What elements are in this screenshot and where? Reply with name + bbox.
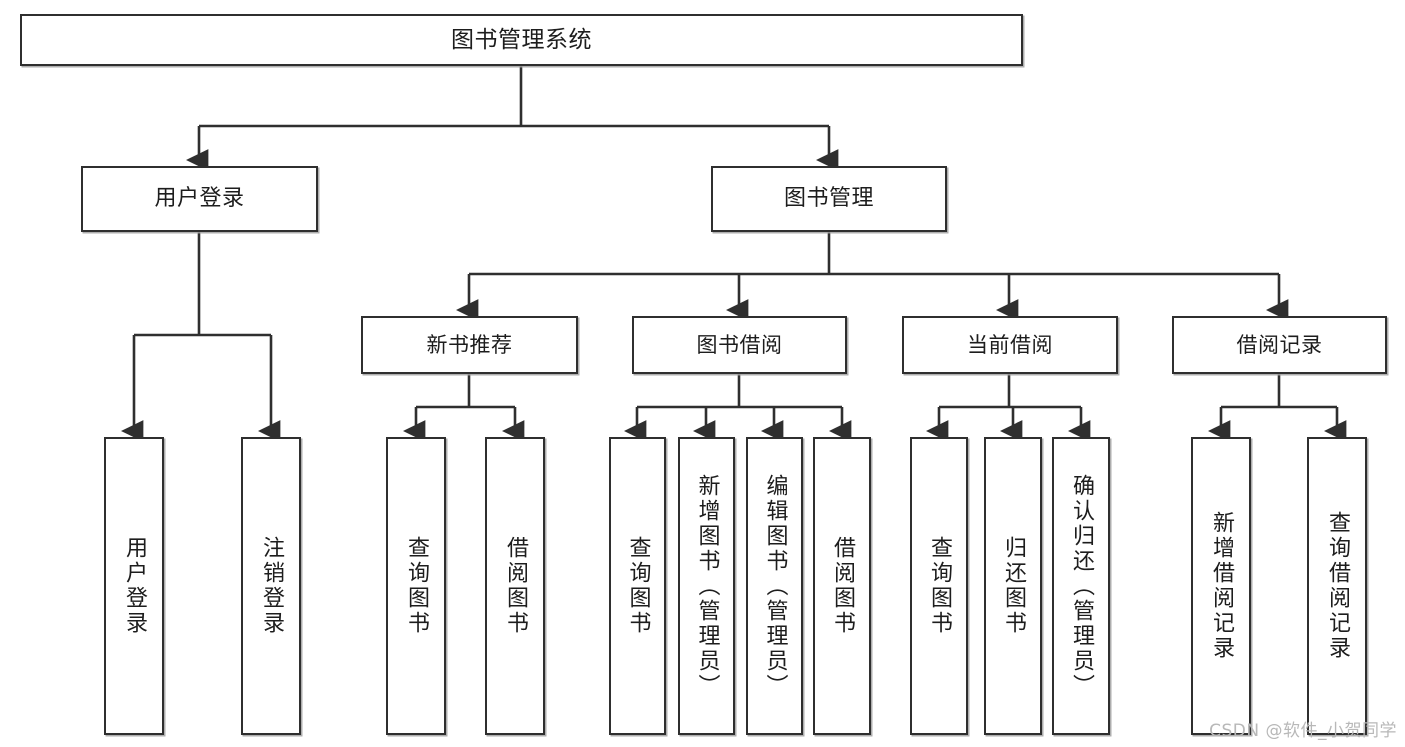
- node-leaf-add-borrow-record[interactable]: 新增借阅记录: [1191, 437, 1251, 735]
- node-leaf-query-book-newbook[interactable]: 查询图书: [386, 437, 446, 735]
- node-leaf-edit-book-admin[interactable]: 编辑图书（管理员）: [746, 437, 803, 735]
- node-leaf-query-borrow-record[interactable]: 查询借阅记录: [1307, 437, 1367, 735]
- node-current-borrow[interactable]: 当前借阅: [902, 316, 1118, 374]
- node-user-login-label: 用户登录: [154, 186, 245, 212]
- node-leaf-add-book-admin-label: 新增图书（管理员）: [694, 473, 720, 699]
- node-leaf-logout[interactable]: 注销登录: [241, 437, 301, 735]
- node-leaf-query-borrow-record-label: 查询借阅记录: [1324, 511, 1350, 661]
- node-borrow-records[interactable]: 借阅记录: [1172, 316, 1387, 374]
- node-new-book-recommend[interactable]: 新书推荐: [361, 316, 578, 374]
- node-book-management-label: 图书管理: [783, 186, 874, 212]
- node-leaf-confirm-return-admin[interactable]: 确认归还（管理员）: [1052, 437, 1110, 735]
- node-leaf-user-login-label: 用户登录: [121, 536, 147, 636]
- node-leaf-borrow-book-newbook[interactable]: 借阅图书: [485, 437, 545, 735]
- node-new-book-recommend-label: 新书推荐: [426, 332, 513, 357]
- node-leaf-query-book-current-label: 查询图书: [926, 536, 952, 636]
- node-leaf-query-book-newbook-label: 查询图书: [403, 536, 429, 636]
- node-root[interactable]: 图书管理系统: [20, 14, 1023, 66]
- node-leaf-borrow-book-label: 借阅图书: [829, 536, 855, 636]
- node-leaf-add-borrow-record-label: 新增借阅记录: [1208, 511, 1234, 661]
- node-user-login[interactable]: 用户登录: [81, 166, 318, 232]
- node-leaf-confirm-return-admin-label: 确认归还（管理员）: [1068, 473, 1094, 699]
- node-leaf-borrow-book-newbook-label: 借阅图书: [502, 536, 528, 636]
- node-leaf-borrow-book[interactable]: 借阅图书: [813, 437, 871, 735]
- node-leaf-query-book-borrow-label: 查询图书: [625, 536, 651, 636]
- node-current-borrow-label: 当前借阅: [967, 332, 1053, 357]
- node-leaf-return-book-label: 归还图书: [1000, 536, 1026, 636]
- node-book-borrow[interactable]: 图书借阅: [632, 316, 847, 374]
- node-leaf-return-book[interactable]: 归还图书: [984, 437, 1042, 735]
- node-book-borrow-label: 图书借阅: [696, 332, 783, 357]
- node-leaf-user-login[interactable]: 用户登录: [104, 437, 164, 735]
- node-leaf-edit-book-admin-label: 编辑图书（管理员）: [762, 473, 788, 699]
- node-borrow-records-label: 借阅记录: [1236, 332, 1323, 357]
- node-book-management[interactable]: 图书管理: [711, 166, 947, 232]
- node-leaf-add-book-admin[interactable]: 新增图书（管理员）: [678, 437, 735, 735]
- node-leaf-logout-label: 注销登录: [258, 536, 284, 636]
- node-root-label: 图书管理系统: [451, 26, 592, 53]
- node-leaf-query-book-current[interactable]: 查询图书: [910, 437, 968, 735]
- node-leaf-query-book-borrow[interactable]: 查询图书: [609, 437, 666, 735]
